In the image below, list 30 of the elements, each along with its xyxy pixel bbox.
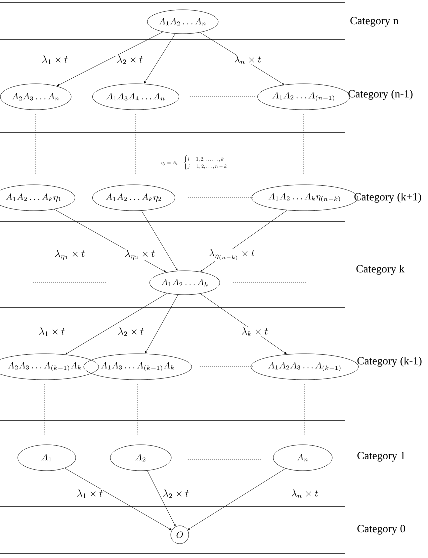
edge-label: $\lambda_1\times t$ [38, 327, 66, 337]
arrow [144, 34, 176, 84]
category-label: Category k [356, 265, 405, 275]
arrow [64, 468, 172, 530]
arrow [66, 293, 168, 355]
edge-label: $\lambda_2\times t$ [116, 55, 144, 65]
edge-label: $\lambda_n\times t$ [290, 489, 320, 499]
arrow [145, 294, 178, 354]
category-label: Category 0 [358, 525, 406, 535]
category-label: Category (k-1) [358, 357, 422, 367]
edge-label: $\lambda_n\times t$ [234, 55, 262, 65]
edge-label: $\lambda_1\times t$ [76, 489, 104, 499]
arrow [147, 470, 176, 527]
edge-label: $\lambda_1\times t$ [41, 55, 69, 65]
edge-label: $\lambda_k\times t$ [241, 327, 269, 337]
category-label: Category n [350, 17, 399, 27]
arrow [142, 210, 178, 271]
dotted-line [44, 384, 46, 435]
arrow [57, 32, 164, 86]
edge-label: $\lambda_2\times t$ [162, 489, 190, 499]
arrow [188, 468, 286, 530]
category-label: Category (n-1) [348, 90, 413, 100]
category-label: Category (k+1) [354, 193, 422, 203]
edge-label: $\lambda_{\eta_{(n-k)}}\times t$ [208, 248, 256, 262]
edge-label: $\lambda_{\eta_1}\times t$ [54, 250, 86, 260]
edge-label: $\lambda_2\times t$ [117, 327, 145, 337]
dotted-line [304, 384, 306, 435]
category-label: Category 1 [358, 452, 406, 462]
definition-formula: $\eta_j = A_i \quad \begin{cases} i=1,2,\ldots\ldots,k \\ j=1,2,\ldots,n-k \end{cases}$ [161, 156, 227, 170]
edge-label: $\lambda_{\eta_2}\times t$ [124, 250, 156, 260]
